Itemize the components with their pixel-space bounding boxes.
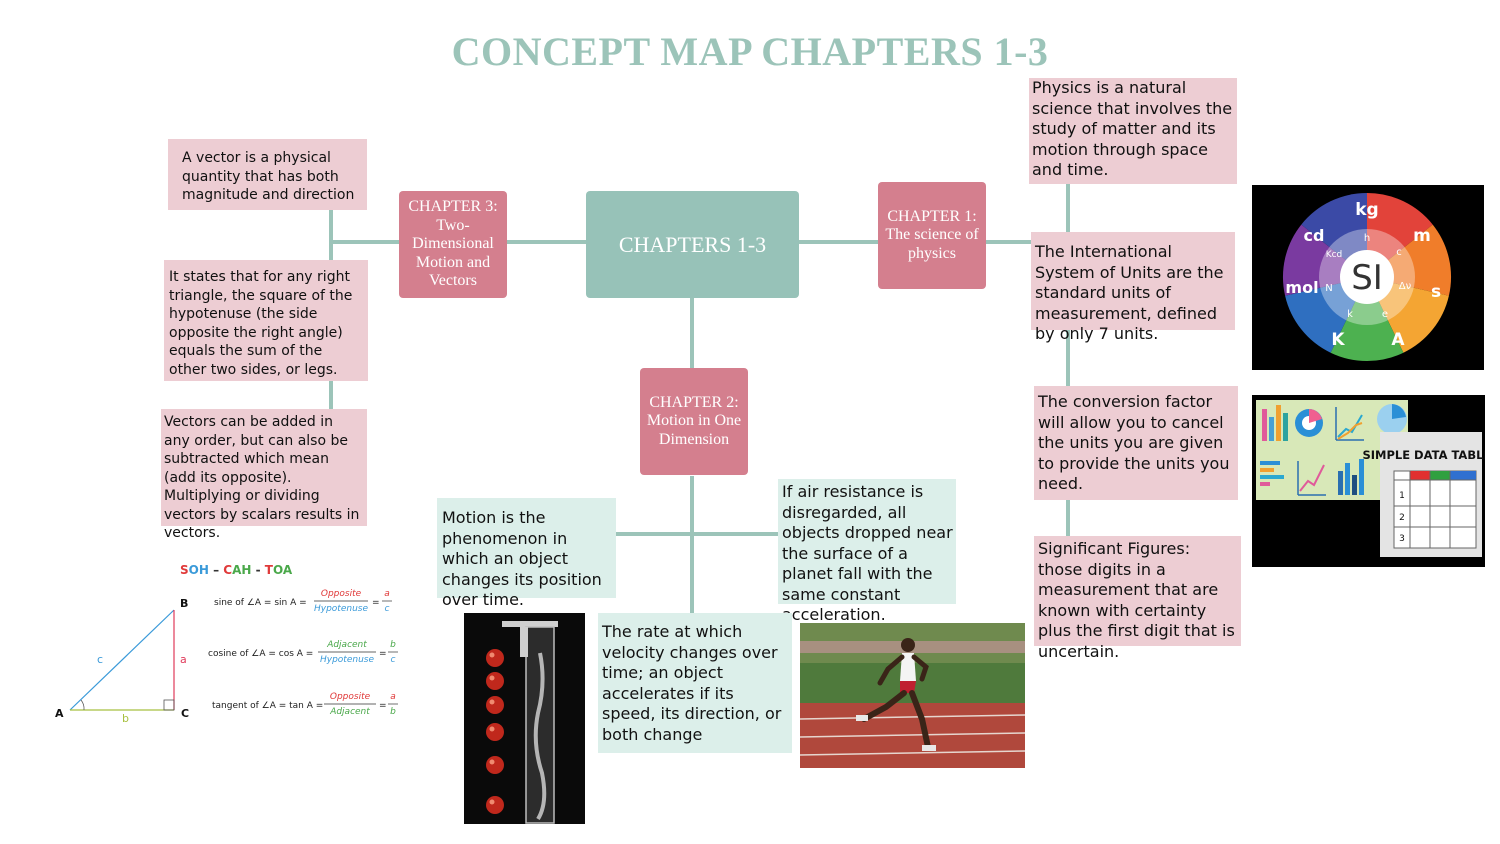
side-a-label: a — [180, 653, 187, 666]
si-center-label: SI — [1351, 258, 1383, 298]
sine-equals: = — [372, 598, 380, 608]
significant-figures-note: Significant Figures: those digits in a m… — [1034, 536, 1241, 661]
side-b-label: b — [122, 712, 129, 725]
sine-rnum: a — [384, 589, 390, 599]
cosine-den: Hypotenuse — [320, 655, 374, 665]
connector-ch3-spine — [330, 240, 400, 244]
si-const-kcd: Kcd — [1326, 250, 1343, 260]
tangent-equals: = — [379, 701, 387, 711]
falling-apples-photo — [464, 613, 585, 824]
chapter-2-node: CHAPTER 2: Motion in One Dimension — [640, 368, 748, 475]
sine-rden: c — [385, 604, 390, 614]
data-table-row-1: 1 — [1399, 491, 1405, 501]
data-tables-label: SIMPLE DATA TABLES — [1362, 448, 1485, 462]
chapter-3-node: CHAPTER 3: Two-Dimensional Motion and Ve… — [399, 191, 507, 298]
sine-label: sine of ∠A = sin A = — [214, 598, 307, 608]
sine-num: Opposite — [321, 589, 362, 599]
pythagorean-theorem-note: It states that for any right triangle, t… — [164, 260, 368, 381]
data-table-row-3: 3 — [1399, 534, 1405, 544]
trig-reference-figure: SOH – CAH - TOA A B C a b c sine of ∠A =… — [50, 555, 410, 730]
tangent-num: Opposite — [330, 692, 371, 702]
connector-ch2-horizontal — [616, 532, 778, 536]
connector-ch2-vertical — [690, 476, 694, 614]
conversion-factor-note: The conversion factor will allow you to … — [1034, 386, 1238, 500]
data-table-row-2: 2 — [1399, 513, 1405, 523]
cosine-rnum: b — [390, 640, 396, 650]
cosine-label: cosine of ∠A = cos A = — [208, 649, 313, 659]
free-fall-note: If air resistance is disregarded, all ob… — [778, 479, 956, 624]
cosine-num: Adjacent — [326, 640, 367, 650]
cosine-rden: c — [391, 655, 396, 665]
tangent-label: tangent of ∠A = tan A = — [212, 701, 323, 711]
cosine-equals: = — [379, 649, 387, 659]
vertex-b: B — [180, 597, 188, 610]
tangent-den: Adjacent — [329, 707, 370, 717]
vector-definition-note: A vector is a physical quantity that has… — [168, 139, 367, 210]
sprinter-photo — [800, 623, 1025, 768]
sine-den: Hypotenuse — [314, 604, 368, 614]
vector-operations-note: Vectors can be added in any order, but c… — [161, 409, 367, 541]
trig-mnemonic: SOH – CAH - TOA — [180, 563, 293, 577]
si-unit-s: s — [1431, 282, 1441, 302]
triangle-side-c — [69, 609, 175, 711]
si-const-dv: Δν — [1399, 281, 1412, 292]
connector-center-ch3 — [507, 240, 587, 244]
connector-center-ch1 — [799, 240, 879, 244]
si-const-c: c — [1396, 247, 1402, 258]
vertex-c: C — [181, 707, 189, 720]
tangent-rnum: a — [390, 692, 396, 702]
si-const-k: k — [1347, 309, 1353, 320]
connector-ch1-vertical — [1066, 184, 1070, 536]
si-unit-cd: cd — [1304, 226, 1325, 245]
tangent-rden: b — [390, 707, 396, 717]
acceleration-definition-note: The rate at which velocity changes over … — [598, 613, 792, 753]
connector-center-ch2 — [690, 298, 694, 368]
data-tables-image: SIMPLE DATA TABLES 1 2 3 — [1252, 395, 1485, 567]
si-units-wheel-image: SI kg m s A K mol cd h c Δν e k N Kcd — [1252, 185, 1484, 370]
side-c-label: c — [97, 653, 103, 666]
vertex-a: A — [55, 707, 64, 720]
connector-ch1-spine — [986, 240, 1068, 244]
si-const-h: h — [1364, 233, 1370, 244]
si-unit-mol: mol — [1285, 278, 1318, 297]
si-unit-kg: kg — [1355, 200, 1378, 220]
central-topic-node: CHAPTERS 1-3 — [586, 191, 799, 298]
si-const-n: N — [1325, 283, 1332, 294]
page-title: CONCEPT MAP CHAPTERS 1-3 — [451, 29, 1049, 74]
si-unit-m: m — [1413, 226, 1431, 246]
si-unit-a: A — [1391, 330, 1405, 350]
chapter-1-node: CHAPTER 1: The science of physics — [878, 182, 986, 289]
motion-definition-note: Motion is the phenomenon in which an obj… — [437, 498, 616, 609]
physics-definition-note: Physics is a natural science that involv… — [1029, 78, 1237, 184]
si-unit-k: K — [1331, 330, 1345, 350]
si-units-note: The International System of Units are th… — [1031, 232, 1235, 343]
si-const-e: e — [1382, 309, 1388, 320]
